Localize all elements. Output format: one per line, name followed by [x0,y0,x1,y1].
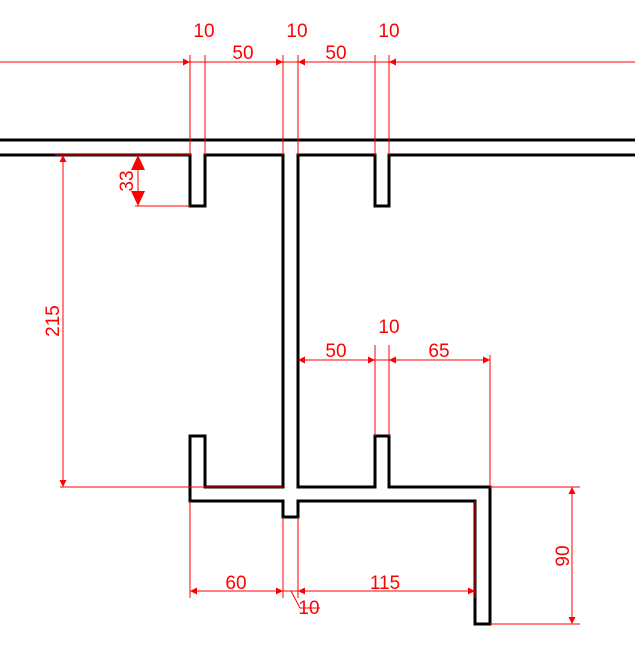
leader-bottom-10 [290,590,301,609]
profile-outline [0,138,635,626]
dim-label-mid-10: 10 [378,317,399,338]
dim-label-33: 33 [117,170,138,191]
dimension-labels: 10 50 10 50 10 33 215 10 50 65 60 115 10… [43,21,574,619]
dim-label-mid-65: 65 [428,341,449,362]
dim-label-115: 115 [370,573,400,594]
dim-label-top-50-left: 50 [232,43,253,64]
dim-label-90: 90 [553,545,574,566]
dim-arrowhead-33-top [131,155,145,170]
dimension-lines [0,55,635,625]
dim-label-bottom-10: 10 [298,598,319,619]
profile-body-outline [0,153,635,626]
dim-label-top-left-10: 10 [193,21,214,42]
dim-label-top-50-right: 50 [325,43,346,64]
dim-label-top-right-10: 10 [378,21,399,42]
dim-label-60: 60 [225,573,246,594]
dim-arrowhead-33-bottom [131,191,145,206]
dim-label-mid-50: 50 [325,341,346,362]
dim-label-215: 215 [43,305,64,337]
dim-label-top-center-10: 10 [286,21,307,42]
